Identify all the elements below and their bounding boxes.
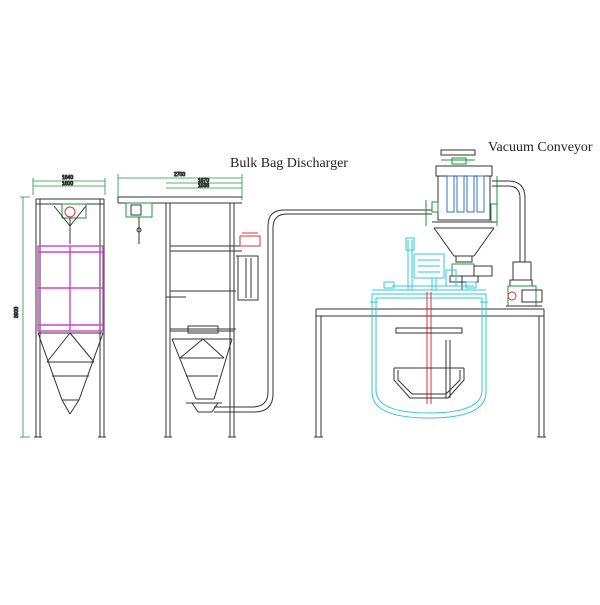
front-width-label: 2700 <box>174 172 185 178</box>
bulk-bag-discharger-label: Bulk Bag Discharger <box>230 156 348 171</box>
tank-platform <box>314 308 546 438</box>
vacuum-pump-unit <box>506 261 543 307</box>
side-height-dimension <box>20 196 30 438</box>
filter-cartridges <box>446 175 485 213</box>
side-hopper <box>37 332 104 415</box>
vacuum-conveyor-label: Vacuum Conveyor <box>488 140 593 155</box>
side-height-label: 3900 <box>14 307 20 318</box>
conveying-pipe <box>214 209 432 413</box>
side-bag-frame <box>37 245 104 332</box>
front-hopper <box>170 325 234 413</box>
discharger-front-view: 2700 1670 1536 <box>117 172 261 438</box>
side-width-inner-label: 1600 <box>62 181 73 187</box>
front-width-dimension <box>117 174 243 200</box>
front-inner-2-label: 1536 <box>198 183 209 189</box>
mixing-tank <box>370 237 488 419</box>
agitator <box>426 292 432 404</box>
vacuum-conveyor <box>425 149 543 307</box>
side-hoist <box>53 203 87 244</box>
front-massage-unit <box>236 232 261 301</box>
side-width-outer-label: 1840 <box>62 175 73 181</box>
side-width-dimension <box>32 178 106 195</box>
discharger-side-view: 1840 1600 3900 <box>14 175 106 438</box>
front-hoist <box>125 202 153 244</box>
front-inner-1-label: 1670 <box>198 178 209 184</box>
